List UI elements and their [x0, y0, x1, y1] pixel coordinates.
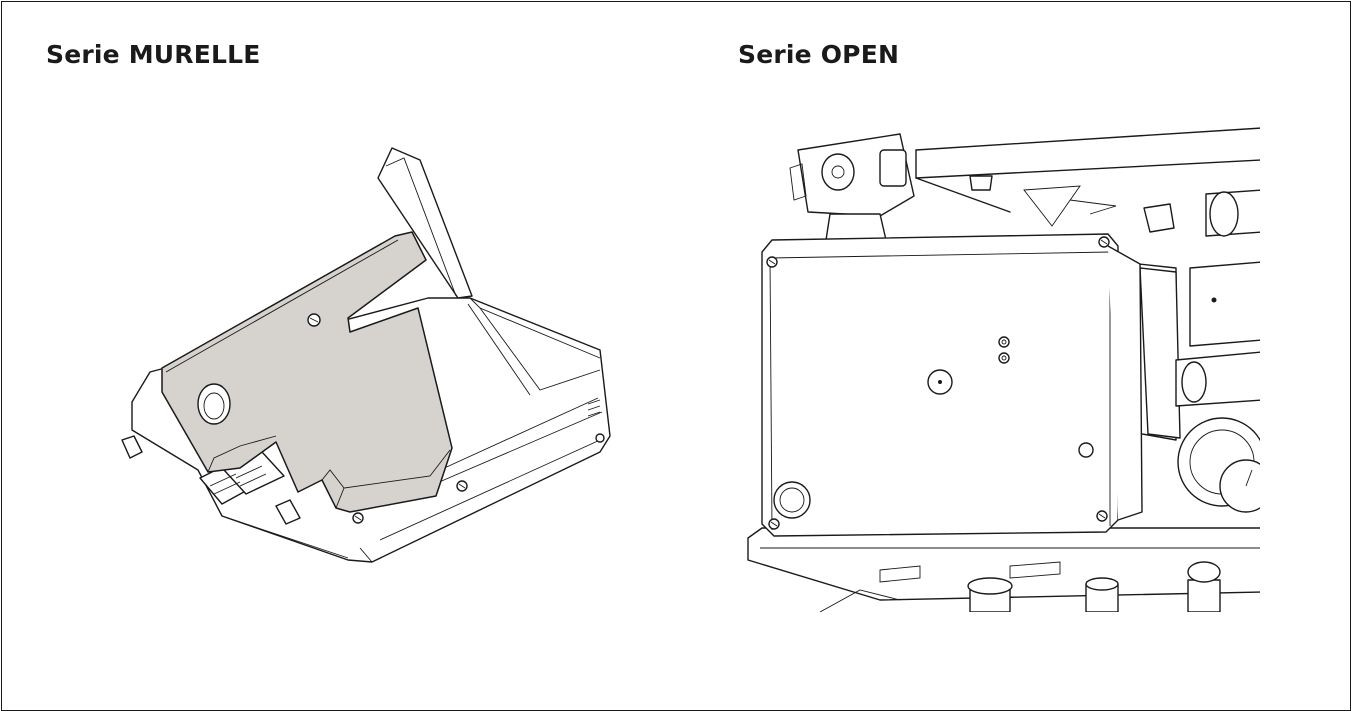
- murelle-screws: [307, 313, 605, 524]
- open-right-fittings: [1143, 189, 1260, 237]
- murelle-back-flap: [377, 147, 473, 299]
- panel-title-murelle: Serie MURELLE: [46, 40, 261, 69]
- open-control-box: [761, 233, 1143, 537]
- open-pressure-gauge: [1219, 459, 1260, 513]
- murelle-tab-bottom: [275, 499, 301, 525]
- open-bottom-plate: [747, 527, 1260, 601]
- open-control-box-plug: [773, 481, 811, 519]
- open-gas-valve: [789, 133, 915, 241]
- open-bottom-fittings: [819, 561, 1221, 612]
- murelle-tab-left: [121, 435, 143, 459]
- murelle-side-vents: [587, 399, 601, 417]
- open-pump: [1119, 261, 1260, 513]
- open-control-box-screws: [766, 236, 1110, 530]
- murelle-highlighted-cover: [161, 231, 453, 513]
- open-funnel: [1023, 185, 1081, 227]
- panel-title-open: Serie OPEN: [738, 40, 900, 69]
- open-top-bolt: [969, 175, 993, 191]
